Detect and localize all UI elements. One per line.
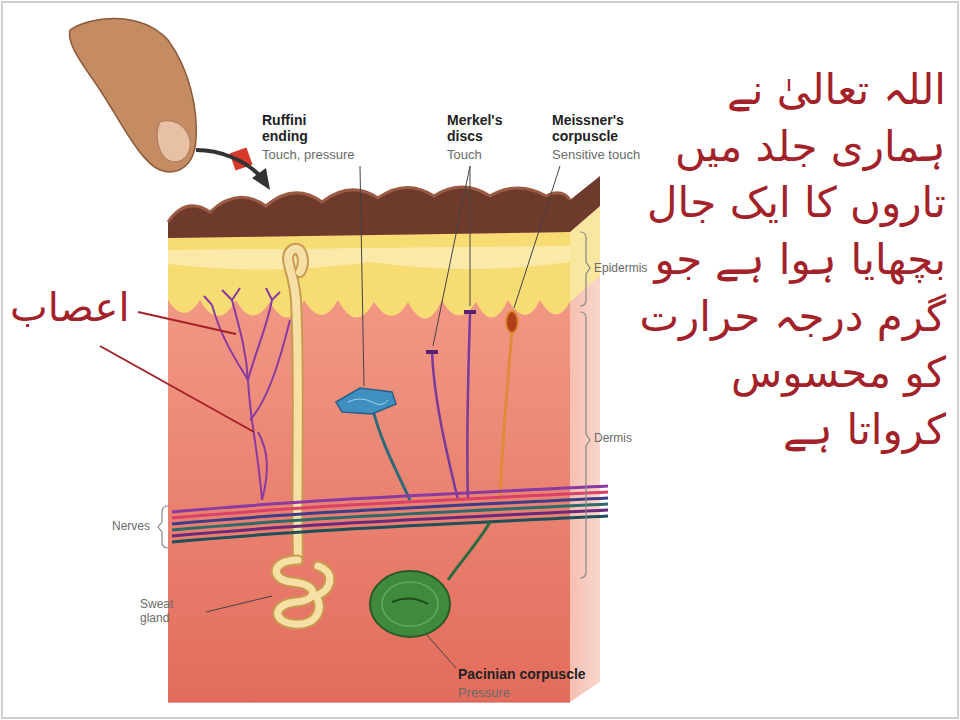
free-nerve-endings-part: [258, 432, 267, 500]
finger: [69, 18, 270, 190]
ruffini-ending: [336, 388, 410, 500]
sweat-gland-part: [276, 560, 330, 624]
free-nerve-endings-part: [232, 300, 262, 500]
merkel-discs-part: [432, 352, 458, 500]
meissner-corpuscle-part: [500, 330, 512, 500]
meissner-corpuscle-part: [506, 311, 518, 333]
merkel-discs-part: [426, 350, 438, 354]
layer-label: Dermis: [594, 432, 632, 446]
sweat-gland: [276, 249, 330, 624]
skin-block-part: [168, 702, 570, 703]
pacinian-corpuscle-part: [392, 598, 428, 604]
nerve-bundle-part: [172, 510, 608, 536]
receptor-name: Meissner's corpuscle: [552, 112, 652, 144]
receptor-function: Sensitive touch: [552, 148, 640, 163]
finger-part: [196, 150, 262, 178]
pacinian-corpuscle: [370, 522, 490, 637]
pacinian-corpuscle-part: [448, 522, 490, 580]
skin-block-part: [168, 176, 600, 238]
pacinian-corpuscle-part: [370, 571, 450, 637]
merkel-discs-part: [467, 314, 470, 500]
urdu-leader-lines-part: [100, 346, 254, 432]
skin-block: [168, 176, 600, 702]
layer-brackets-part: [580, 232, 590, 306]
receptor-function: Pressure: [458, 686, 510, 701]
sweat-gland-part: [276, 560, 330, 624]
free-nerve-endings: [204, 288, 290, 500]
layer-brackets: [158, 232, 590, 578]
ruffini-ending-part: [336, 388, 396, 414]
sweat-gland-part-part: [276, 560, 330, 624]
merkel-discs: [426, 312, 476, 500]
layer-brackets-part: [158, 506, 168, 548]
ruffini-ending-part: [348, 399, 388, 405]
skin-block-part: [168, 232, 570, 319]
leader-lines-part: [514, 166, 560, 308]
leader-lines-part: [433, 166, 470, 346]
urdu-caption: اللہ تعالیٰ نے ہماری جلد میں تاروں کا ای…: [618, 62, 946, 459]
nerve-bundle: [172, 486, 608, 542]
receptor-name: Pacinian corpuscle: [458, 666, 586, 682]
receptor-function: Touch, pressure: [262, 148, 355, 163]
leader-lines-part: [206, 596, 272, 612]
skin-block-part: [168, 246, 570, 270]
part-label: Sweat gland: [140, 598, 204, 626]
leader-lines-part: [470, 166, 471, 306]
finger-part: [157, 121, 190, 162]
merkel-discs-part: [464, 310, 476, 314]
layer-label: Epidermis: [594, 262, 647, 276]
layer-brackets-part: [580, 312, 590, 578]
sweat-gland-part-part: [276, 560, 330, 624]
skin-block-part: [168, 226, 570, 702]
finger-part: [252, 168, 270, 190]
receptor-name: Ruffini ending: [262, 112, 340, 144]
free-nerve-endings-part: [212, 305, 248, 380]
finger-part: [69, 18, 196, 171]
leader-lines: [206, 166, 560, 668]
free-nerve-endings-part: [248, 300, 272, 380]
meissner-corpuscle: [500, 311, 518, 500]
pacinian-corpuscle-part: [382, 582, 438, 626]
free-nerve-endings-part: [250, 320, 290, 420]
leader-lines-part: [360, 166, 364, 386]
leader-lines-part: [426, 634, 456, 668]
urdu-leader-lines-part: [138, 312, 236, 334]
nerve-bundle-part: [172, 516, 608, 542]
receptor-name: Merkel's discs: [447, 112, 513, 144]
layer-label: Nerves: [112, 520, 150, 534]
receptor-function: Touch: [447, 148, 482, 163]
skin-block-part: [168, 187, 570, 222]
ruffini-ending-part: [372, 406, 410, 500]
free-nerve-endings-part: [204, 288, 280, 305]
urdu-label: اعصاب: [10, 280, 130, 334]
